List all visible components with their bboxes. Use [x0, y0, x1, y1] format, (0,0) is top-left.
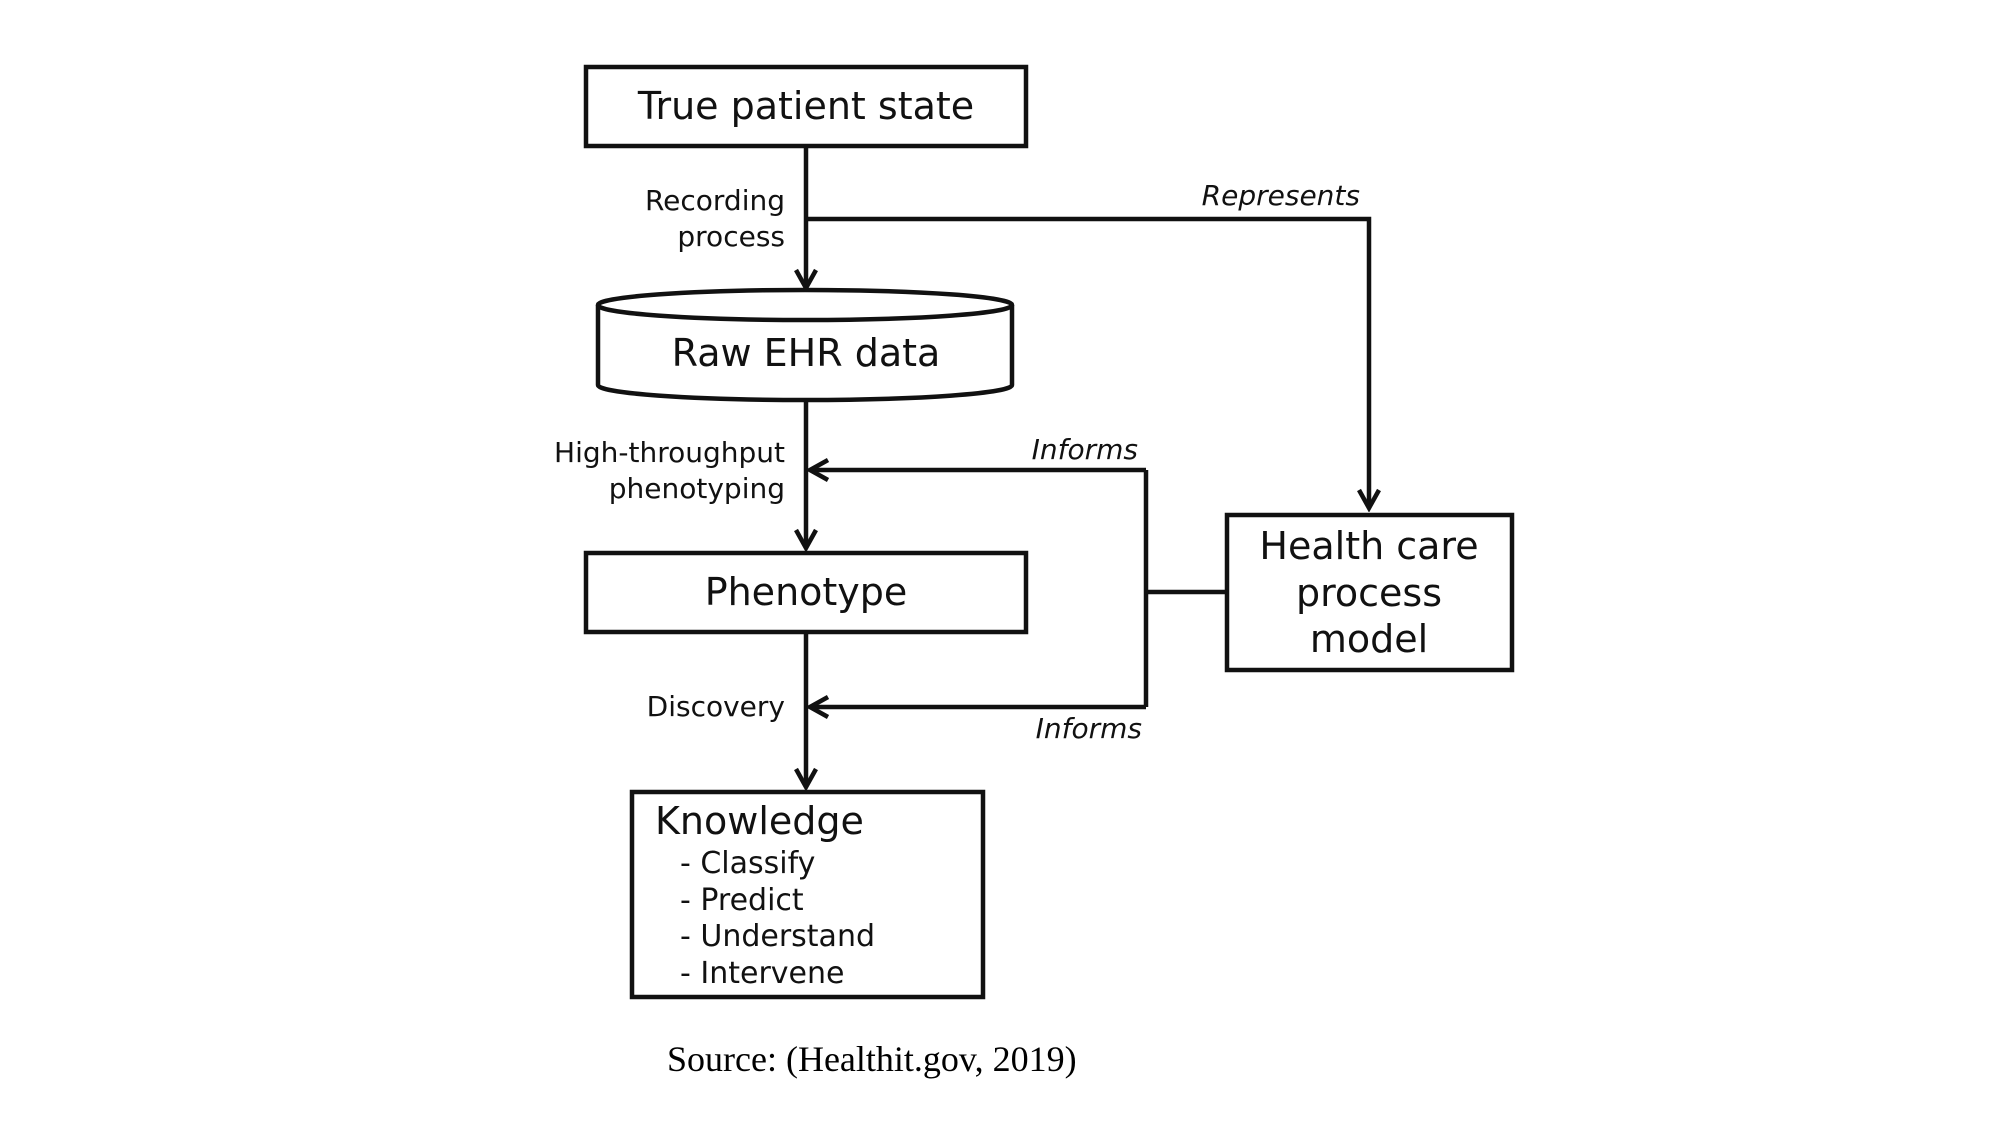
- raw-ehr-cylinder-rim: [595, 304, 1015, 323]
- phenotype-label: Phenotype: [705, 570, 908, 614]
- source-citation: Source: (Healthit.gov, 2019): [667, 1039, 1077, 1079]
- true-patient-state-box: [583, 64, 1029, 149]
- true-patient-state-label: True patient state: [637, 84, 974, 128]
- health-care-model-line-2: process: [1296, 571, 1442, 615]
- discovery-label: Discovery: [647, 690, 785, 723]
- raw-ehr-label: Raw EHR data: [672, 331, 941, 375]
- informs-bottom-label: Informs: [1036, 712, 1142, 745]
- knowledge-item-predict: - Predict: [680, 883, 804, 918]
- represents-label: Represents: [1202, 179, 1360, 212]
- recording-label-line-2: process: [677, 220, 785, 253]
- phenotyping-label-line-2: phenotyping: [609, 472, 785, 505]
- phenotype-box: [583, 550, 1029, 635]
- knowledge-title: Knowledge: [655, 799, 864, 843]
- health-care-model-line-3: model: [1310, 617, 1428, 661]
- health-care-model-box: [1224, 512, 1515, 673]
- knowledge-item-classify: - Classify: [680, 846, 815, 881]
- knowledge-item-intervene: - Intervene: [680, 956, 844, 991]
- informs-top-label: Informs: [1032, 433, 1138, 466]
- knowledge-item-understand: - Understand: [680, 919, 875, 954]
- knowledge-box: [629, 789, 986, 1000]
- represents-arrow: [806, 216, 1369, 508]
- health-care-model-line-1: Health care: [1259, 524, 1478, 568]
- recording-label-line-1: Recording: [645, 184, 785, 217]
- phenotyping-label-line-1: High-throughput: [554, 436, 785, 469]
